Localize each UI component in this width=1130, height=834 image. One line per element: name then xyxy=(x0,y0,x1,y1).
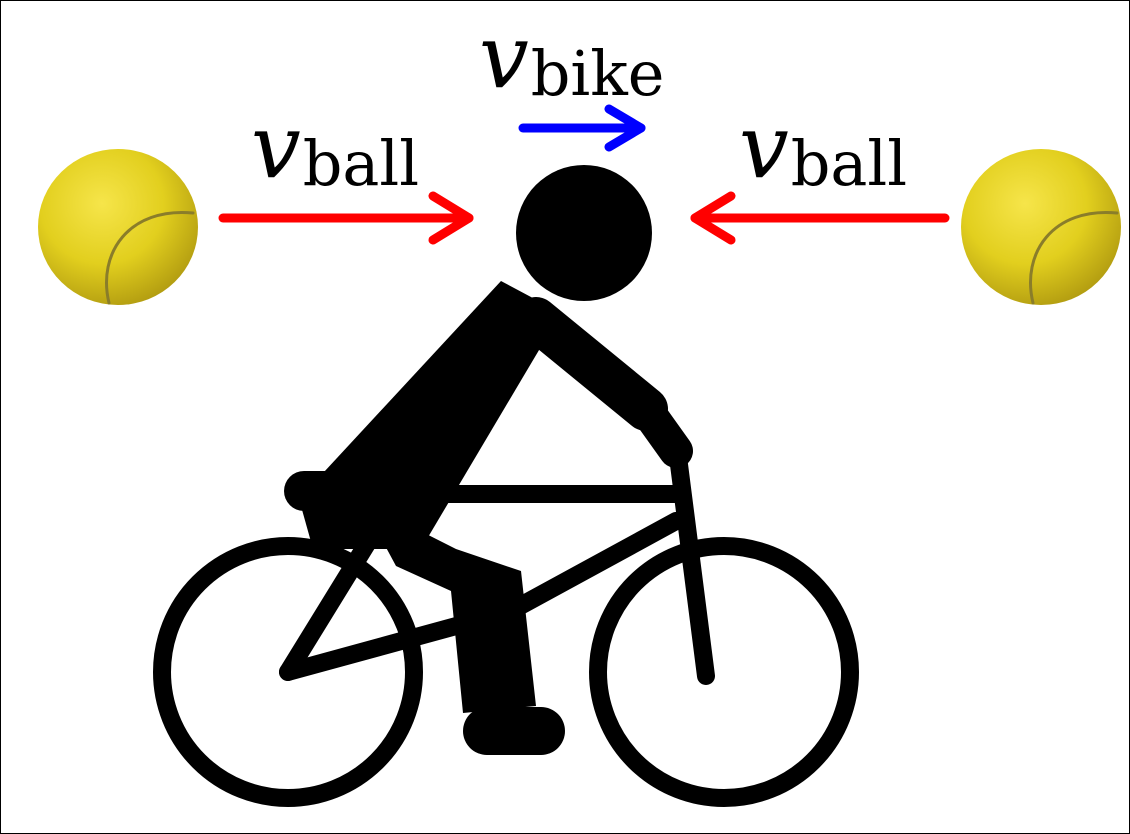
velocity-subscript: bike xyxy=(530,37,665,110)
ball-velocity-label-right: vball xyxy=(739,103,907,195)
tennis-ball-icon xyxy=(961,149,1121,305)
bike-velocity-arrow xyxy=(518,104,646,152)
ball-velocity-label-left: vball xyxy=(251,103,419,195)
bike-velocity-label: vbike xyxy=(479,13,665,105)
velocity-symbol: v xyxy=(739,95,789,198)
ball-velocity-arrow-left xyxy=(218,191,474,245)
velocity-symbol: v xyxy=(479,5,529,108)
ball-velocity-arrow-right xyxy=(690,191,950,245)
cyclist-icon xyxy=(153,165,859,807)
velocity-symbol: v xyxy=(251,95,301,198)
velocity-subscript: ball xyxy=(790,127,908,200)
velocity-subscript: ball xyxy=(302,127,420,200)
tennis-ball-icon xyxy=(38,149,198,305)
